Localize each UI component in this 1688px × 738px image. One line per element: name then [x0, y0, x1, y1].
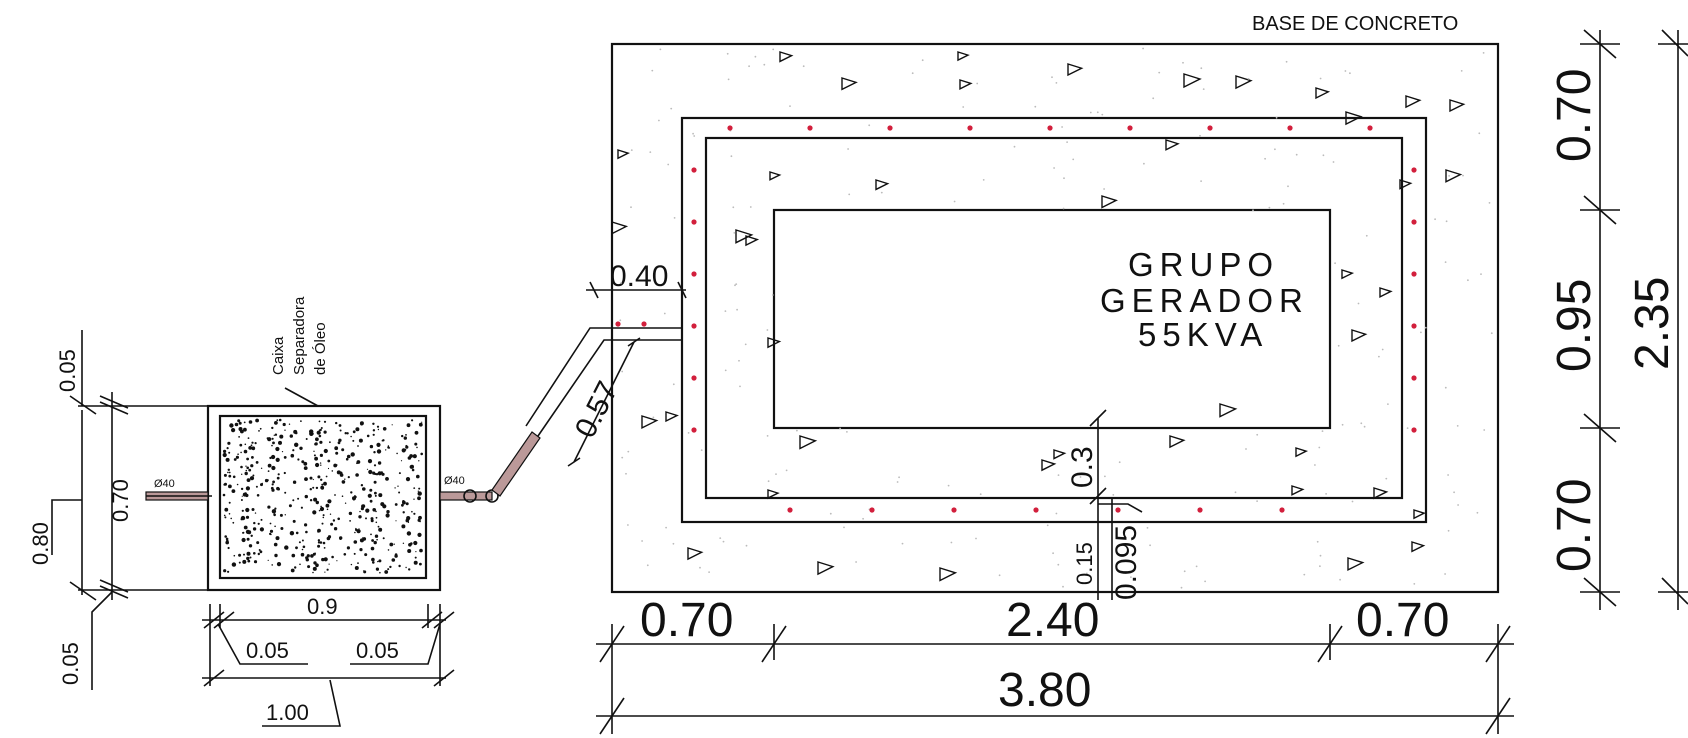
- inlet-pipe: [145, 491, 212, 501]
- dim-box-09: 0.9: [307, 594, 338, 619]
- inlet-pipe-diameter: Ø40: [154, 478, 175, 490]
- dim-pipe-057: 0.57: [569, 376, 625, 443]
- concrete-aggregate-marks: [611, 47, 1493, 589]
- concrete-base: [610, 42, 1500, 594]
- right-dimensions: [1580, 29, 1688, 610]
- dim-gen-03: 0.3: [1066, 446, 1099, 488]
- dim-bottom-380: 3.80: [998, 664, 1091, 717]
- generator-offset-dimensions: [1089, 409, 1143, 600]
- svg-text:GRUPO: GRUPO: [1128, 246, 1279, 283]
- rebar-dots: [615, 125, 1417, 513]
- svg-text:55KVA: 55KVA: [1138, 316, 1268, 353]
- dim-right-235: 2.35: [1626, 277, 1679, 370]
- concrete-texture-specks: [222, 418, 424, 574]
- dim-left-bottom-005: 0.05: [58, 642, 83, 685]
- pipe-dimensions: [567, 281, 687, 467]
- box-bottom-dimensions: [202, 604, 455, 727]
- dim-box-005-left: 0.05: [246, 638, 289, 663]
- dim-pipe-040: 0.40: [610, 260, 668, 293]
- dim-box-005-right: 0.05: [356, 638, 399, 663]
- svg-text:Separadora: Separadora: [291, 296, 308, 375]
- dim-left-070: 0.70: [108, 479, 133, 522]
- caixa-label: Caixa Separadora de Óleo: [270, 296, 329, 407]
- outlet-pipe: [439, 327, 682, 503]
- dim-right-070-top: 0.70: [1548, 69, 1601, 162]
- dim-right-070-bottom: 0.70: [1548, 479, 1601, 572]
- dim-gen-015: 0.15: [1072, 542, 1097, 585]
- generator-label: GRUPO GERADOR 55KVA: [1100, 246, 1309, 353]
- dim-gen-0095: 0.095: [1110, 525, 1143, 600]
- dim-right-095: 0.95: [1548, 279, 1601, 372]
- svg-text:GERADOR: GERADOR: [1100, 282, 1309, 319]
- bottom-dimensions: [596, 624, 1514, 735]
- dim-bottom-070-left: 0.70: [640, 594, 733, 647]
- base-concreto-label: BASE DE CONCRETO: [1252, 13, 1458, 35]
- oil-separator-box: [206, 404, 442, 592]
- dim-bottom-070-right: 0.70: [1356, 594, 1449, 647]
- dim-left-top-005: 0.05: [55, 349, 80, 392]
- dim-bottom-240: 2.40: [1006, 594, 1099, 647]
- left-vertical-dimensions: [51, 330, 212, 690]
- svg-text:Caixa: Caixa: [270, 336, 287, 375]
- dim-left-080: 0.80: [28, 522, 53, 565]
- dim-box-100: 1.00: [266, 700, 309, 725]
- outlet-pipe-diameter: Ø40: [444, 475, 465, 487]
- svg-text:de Óleo: de Óleo: [312, 322, 329, 375]
